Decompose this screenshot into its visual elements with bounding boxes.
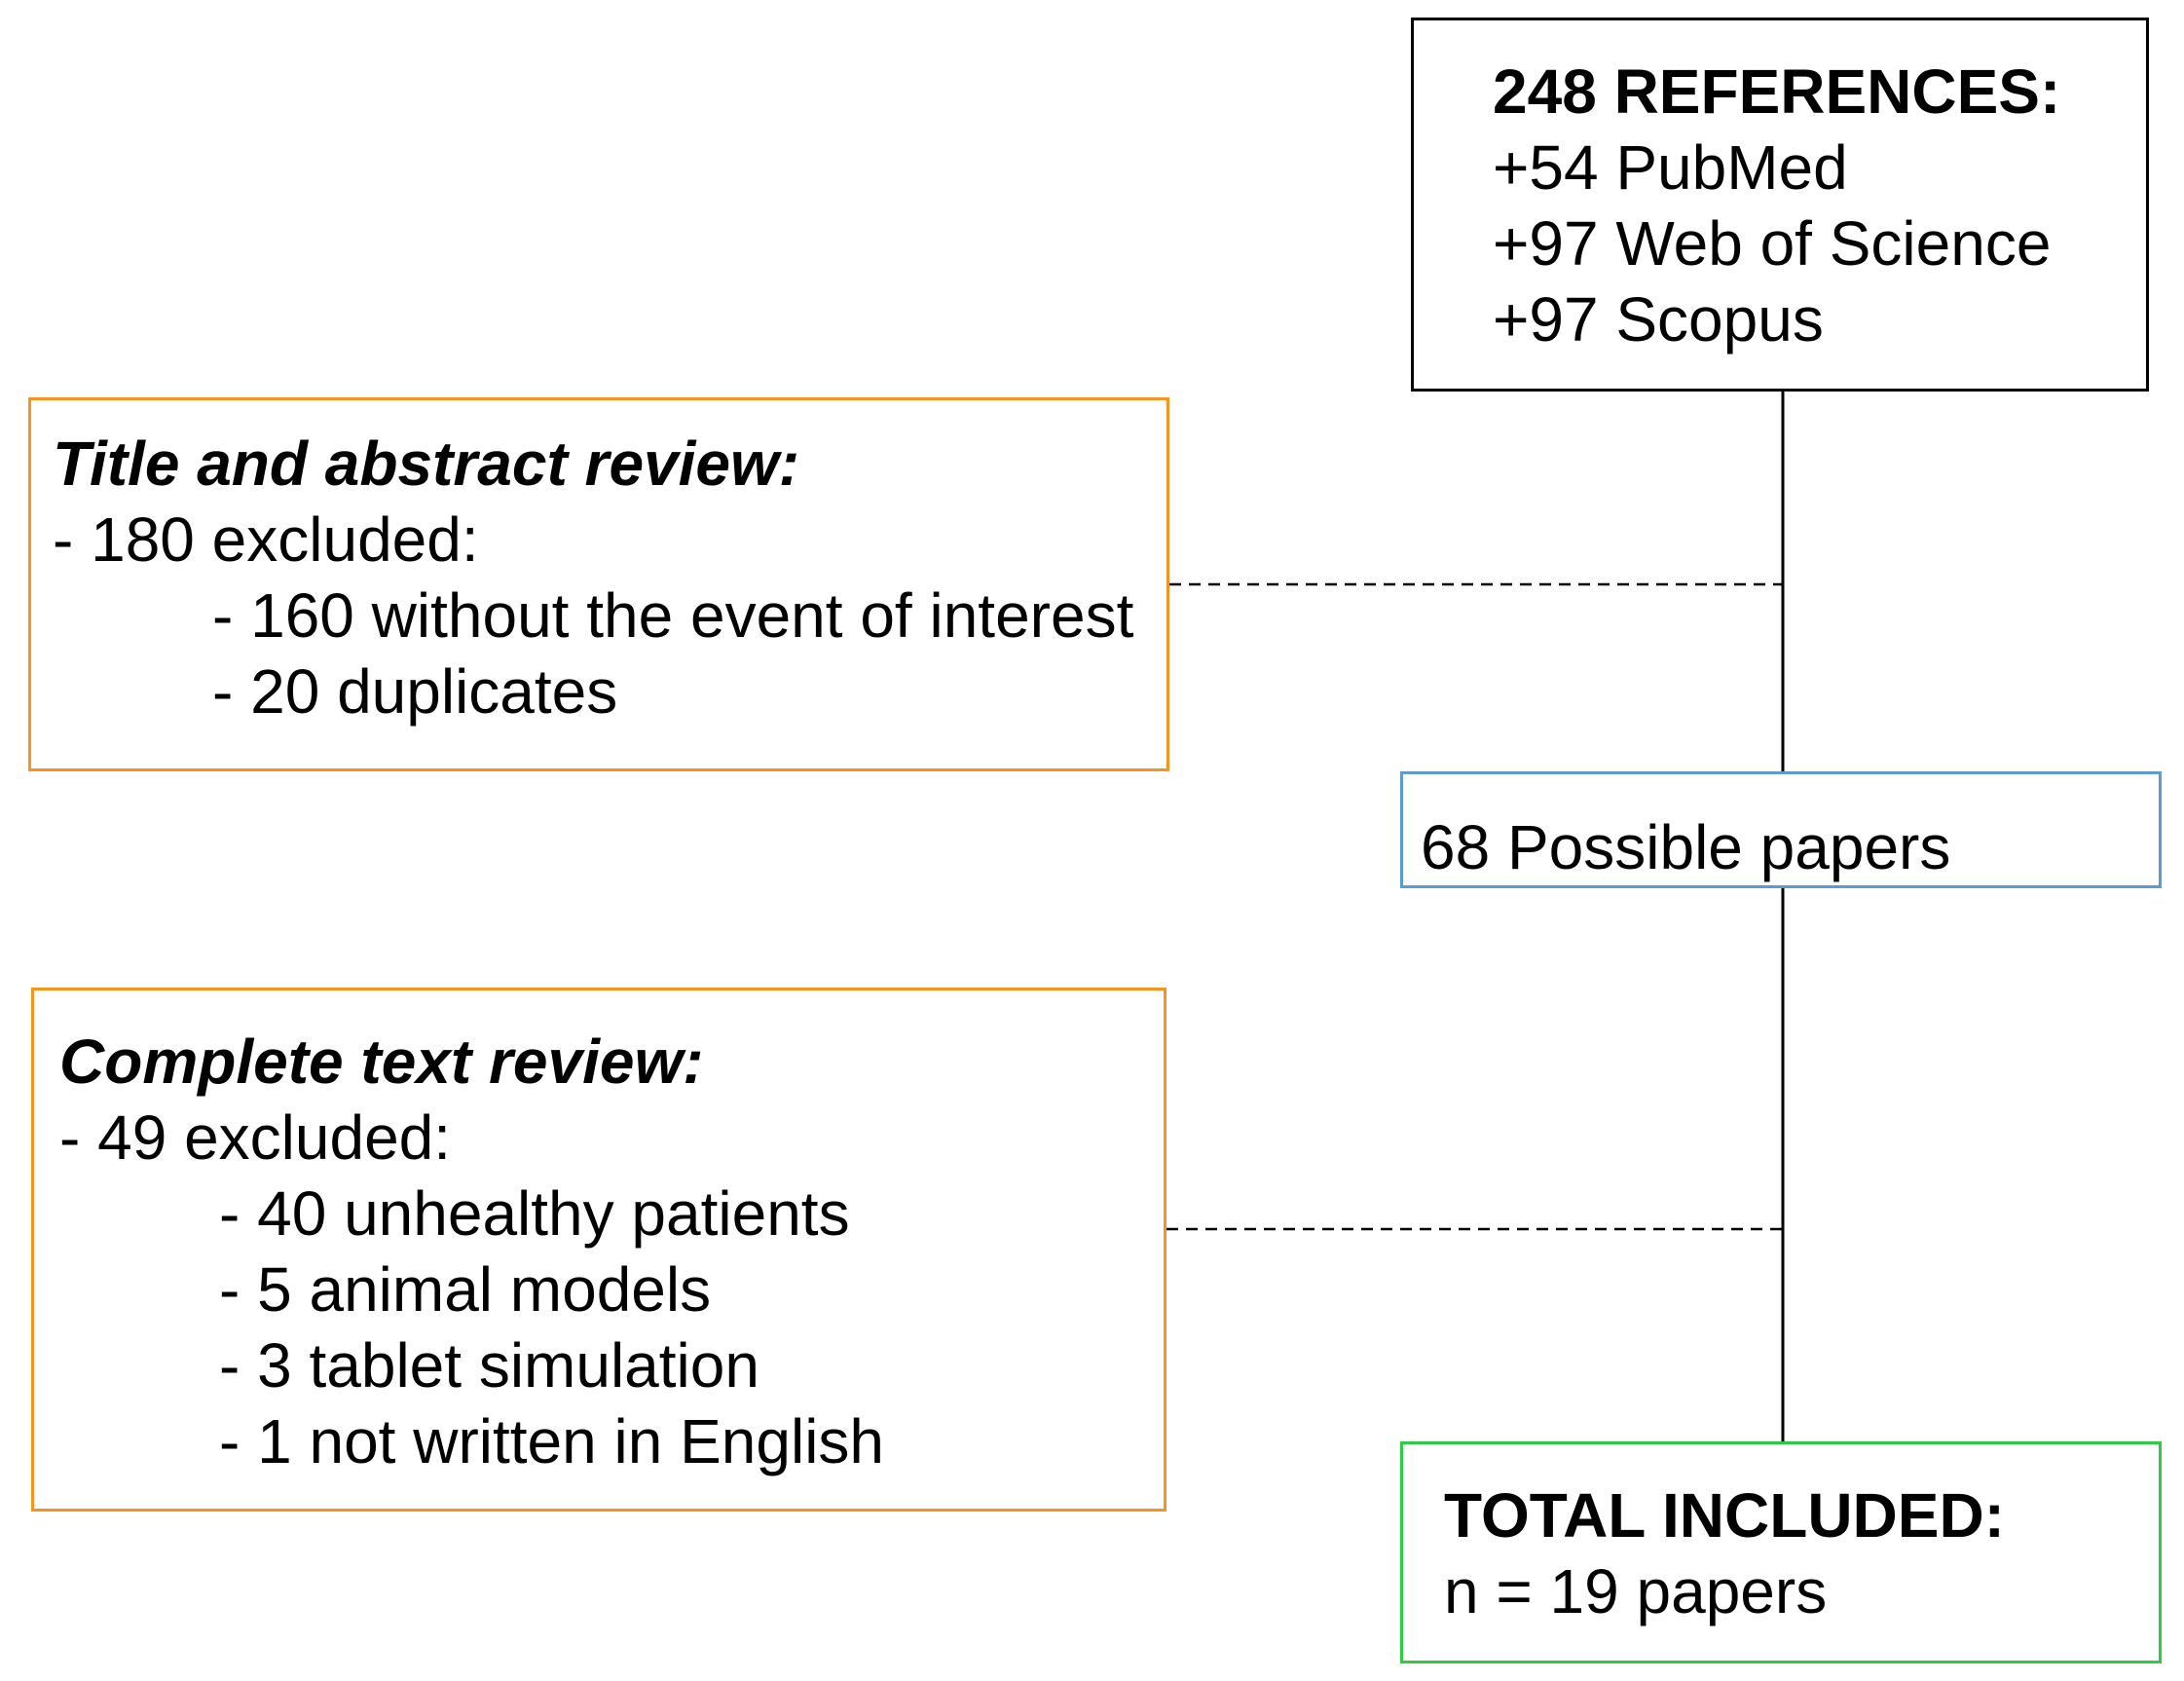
possible-papers-box: 68 Possible papers (1400, 771, 2162, 888)
total-heading: TOTAL INCLUDED: (1444, 1480, 2005, 1550)
title-review-heading: Title and abstract review: (53, 429, 800, 499)
complete-review-item: - 5 animal models (219, 1254, 712, 1325)
total-count-text: n = 19 papers (1444, 1556, 1828, 1626)
title-abstract-review-box: Title and abstract review: - 180 exclude… (28, 397, 1169, 771)
references-line-wos: +97 Web of Science (1493, 208, 2052, 279)
references-line-scopus: +97 Scopus (1493, 284, 1824, 355)
total-included-box: TOTAL INCLUDED: n = 19 papers (1400, 1441, 2162, 1663)
title-review-item: - 20 duplicates (212, 656, 618, 727)
complete-review-item: - 40 unhealthy patients (219, 1178, 850, 1249)
references-heading: 248 REFERENCES: (1493, 56, 2061, 127)
complete-review-heading: Complete text review: (59, 1027, 704, 1097)
complete-review-summary: - 49 excluded: (59, 1102, 452, 1173)
references-box: 248 REFERENCES: +54 PubMed +97 Web of Sc… (1411, 18, 2149, 392)
complete-review-item: - 1 not written in English (219, 1406, 884, 1476)
complete-review-item: - 3 tablet simulation (219, 1330, 759, 1401)
title-review-item: - 160 without the event of interest (212, 580, 1134, 651)
references-line-pubmed: +54 PubMed (1493, 132, 1848, 203)
title-review-summary: - 180 excluded: (53, 504, 479, 575)
possible-papers-text: 68 Possible papers (1421, 812, 1951, 882)
complete-text-review-box: Complete text review: - 49 excluded: - 4… (31, 988, 1166, 1512)
